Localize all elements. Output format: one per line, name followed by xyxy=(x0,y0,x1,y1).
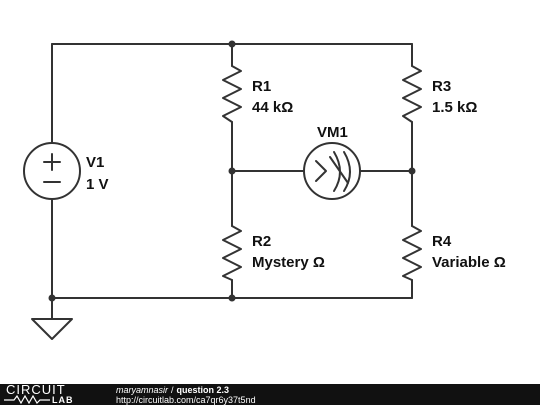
resistor-r4 xyxy=(402,225,422,281)
resistor-r3 xyxy=(402,65,422,123)
voltage-source-v1 xyxy=(23,142,81,200)
r4-value-label: Variable Ω xyxy=(432,254,506,271)
r2-value-label: Mystery Ω xyxy=(252,254,325,271)
r1-value-label: 44 kΩ xyxy=(252,99,293,116)
junction-dot xyxy=(408,167,416,175)
resistor-r2 xyxy=(222,225,242,281)
junction-dots xyxy=(48,40,416,302)
v1-name-label: V1 xyxy=(86,154,104,171)
resistor-wave-icon xyxy=(4,395,50,404)
logo-word-lab: LAB xyxy=(52,395,74,405)
r3-name-label: R3 xyxy=(432,78,451,95)
credit-line: maryamnasir/question 2.3 xyxy=(116,385,229,395)
r4-name-label: R4 xyxy=(432,233,452,250)
ground-symbol xyxy=(31,318,73,340)
footer-bar: CIRCUIT LAB maryamnasir/question 2.3 htt… xyxy=(0,382,540,405)
circuit-schematic: V1 1 V R1 44 kΩ R2 Mystery Ω R3 1.5 kΩ R… xyxy=(23,40,506,340)
resistor-r1 xyxy=(222,65,242,123)
credit-separator: / xyxy=(171,385,174,395)
junction-dot xyxy=(48,294,56,302)
circuit-title[interactable]: question 2.3 xyxy=(176,385,230,395)
vm1-name-label: VM1 xyxy=(317,124,348,141)
v1-value-label: 1 V xyxy=(86,176,109,193)
logo-word-circuit: CIRCUIT xyxy=(6,382,66,397)
author-link[interactable]: maryamnasir xyxy=(116,385,169,395)
junction-dot xyxy=(228,294,236,302)
circuit-url-link[interactable]: http://circuitlab.com/ca7qr6y37t5nd xyxy=(116,395,256,405)
r2-name-label: R2 xyxy=(252,233,271,250)
junction-dot xyxy=(228,40,236,48)
voltmeter-vm1 xyxy=(303,142,361,200)
r3-value-label: 1.5 kΩ xyxy=(432,99,477,116)
r1-name-label: R1 xyxy=(252,78,271,95)
junction-dot xyxy=(228,167,236,175)
